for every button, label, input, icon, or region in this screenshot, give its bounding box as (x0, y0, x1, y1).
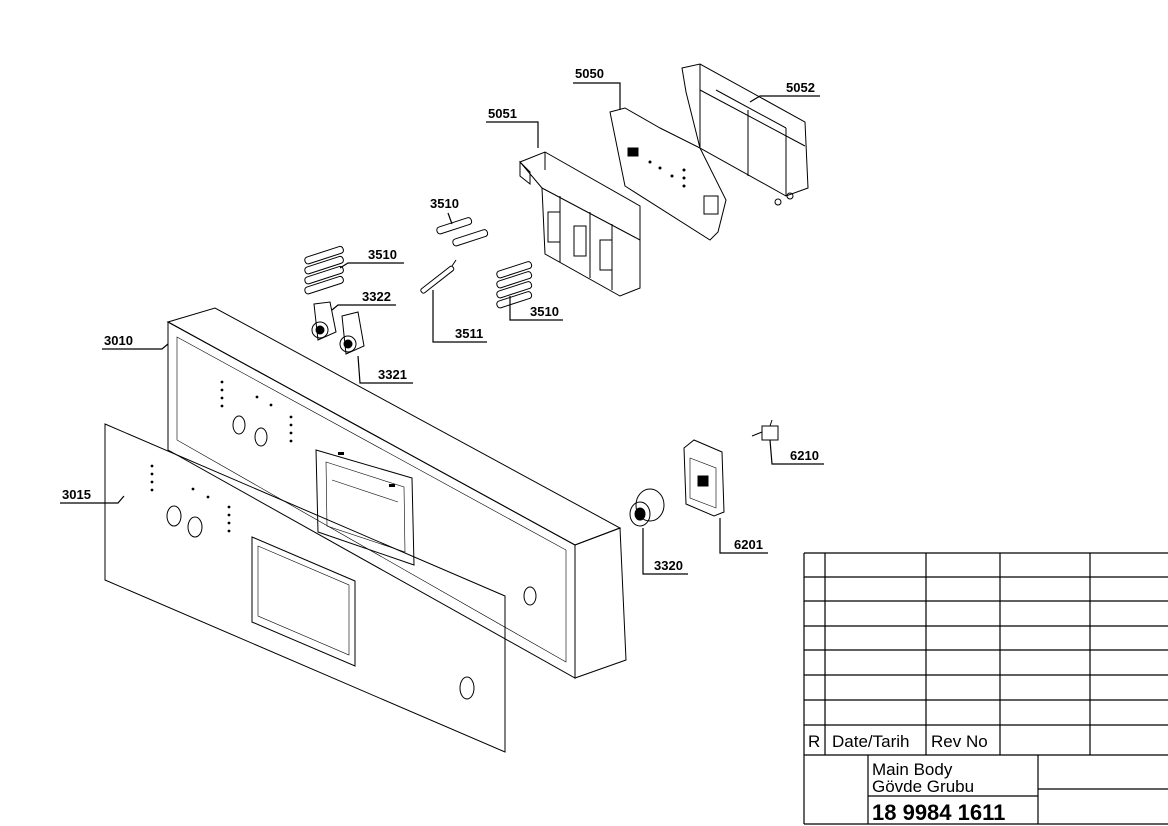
rev-column-header: R (808, 732, 820, 751)
label-3010: 3010 (104, 333, 133, 348)
control-panel-3010 (166, 307, 627, 679)
assembly-name-en: Main Body (872, 760, 953, 779)
display-6201 (683, 439, 725, 517)
label-3321: 3321 (378, 367, 407, 382)
label-3510-left: 3510 (368, 247, 397, 262)
assembly-name-tr: Gövde Grubu (872, 777, 974, 796)
cover-5052 (681, 63, 809, 206)
knob-3320 (629, 488, 665, 527)
part-labels: 5050 5052 5051 3510 3510 3322 3511 3510 … (62, 66, 819, 573)
label-3510-right: 3510 (530, 304, 559, 319)
bracket-5051 (519, 151, 641, 297)
label-5052: 5052 (786, 80, 815, 95)
button-3322 (311, 301, 337, 341)
label-5051: 5051 (488, 106, 517, 121)
date-column-header: Date/Tarih (832, 732, 909, 751)
revno-column-header: Rev No (931, 732, 988, 751)
label-3322: 3322 (362, 289, 391, 304)
part-number: 18 9984 1611 (872, 800, 1005, 825)
label-5050: 5050 (575, 66, 604, 81)
light-pipes-3510-left (304, 245, 344, 295)
leader-lines (60, 82, 824, 575)
front-panel-3015 (104, 423, 506, 753)
title-block (803, 552, 1168, 825)
label-6201: 6201 (734, 537, 763, 552)
label-6210: 6210 (790, 448, 819, 463)
switch-6210 (751, 419, 779, 441)
label-3320: 3320 (654, 558, 683, 573)
label-3510-top: 3510 (430, 196, 459, 211)
pcb-5050 (609, 107, 727, 241)
label-3015: 3015 (62, 487, 91, 502)
label-3511: 3511 (455, 326, 483, 341)
rod-3511 (420, 259, 457, 294)
light-pipes-3510-right (496, 261, 533, 309)
button-3321 (339, 311, 365, 355)
light-pipes-3510-top (436, 217, 489, 247)
